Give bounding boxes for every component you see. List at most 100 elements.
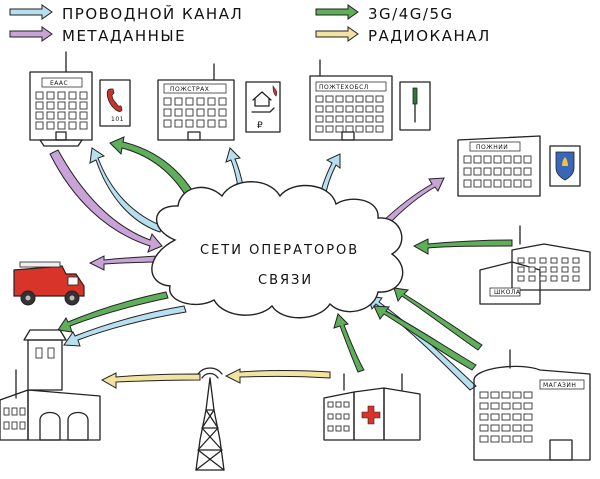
window — [365, 105, 374, 113]
window — [513, 179, 522, 188]
window — [523, 167, 532, 176]
window — [196, 108, 205, 117]
window — [503, 155, 512, 164]
window — [572, 275, 580, 282]
window — [493, 155, 502, 164]
window — [550, 266, 558, 273]
window — [196, 97, 205, 106]
window — [501, 435, 511, 443]
window — [335, 401, 342, 408]
flame-icon — [272, 85, 278, 97]
window — [490, 402, 500, 410]
window — [479, 402, 489, 410]
building-vdpo-sign: ПОЖТЕХОБСЛ — [319, 84, 369, 91]
window — [68, 91, 77, 100]
building-fire-dept-sign: ПОЖНИИ — [476, 144, 508, 151]
legend-radio-label: РАДИОКАНАЛ — [368, 27, 491, 45]
window — [185, 108, 194, 117]
window — [68, 101, 77, 110]
legend-metadata-arrow — [9, 26, 53, 42]
window — [335, 95, 344, 103]
window — [512, 391, 522, 399]
building-school-sign: ШКОЛА — [494, 289, 521, 296]
window — [493, 167, 502, 176]
screwdriver-icon — [412, 87, 418, 105]
legend-radio: РАДИОКАНАЛ — [315, 26, 491, 45]
legend-cellular: 3G/4G/5G — [315, 4, 452, 23]
window — [503, 179, 512, 188]
legend: ПРОВОДНОЙ КАНАЛ МЕТАДАННЫЕ 3G/4G/5G РАДИ… — [9, 4, 491, 45]
window — [343, 425, 350, 432]
legend-wired-label: ПРОВОДНОЙ КАНАЛ — [62, 4, 243, 23]
window — [490, 391, 500, 399]
window — [528, 275, 536, 282]
radio-tower — [195, 367, 225, 471]
window — [528, 266, 536, 273]
window — [79, 91, 88, 100]
arrow-hospital-cellular — [333, 313, 365, 373]
window — [35, 111, 44, 120]
window — [345, 115, 354, 123]
window — [57, 91, 66, 100]
window — [523, 179, 532, 188]
fire-station — [0, 329, 101, 441]
window — [68, 121, 77, 130]
window — [35, 91, 44, 100]
window — [365, 125, 374, 133]
window — [365, 95, 374, 103]
window — [355, 95, 364, 103]
arrow-school-cellular — [412, 238, 513, 255]
building-fire-dept: ПОЖНИИ — [457, 135, 541, 197]
window — [163, 97, 172, 106]
window — [375, 95, 384, 103]
legend-wired-arrow — [9, 4, 53, 20]
window — [355, 125, 364, 133]
window — [57, 111, 66, 120]
window — [19, 407, 26, 416]
operators-cloud: СЕТИ ОПЕРАТОРОВ СВЯЗИ — [151, 181, 404, 319]
window — [365, 115, 374, 123]
window — [512, 435, 522, 443]
window — [550, 275, 558, 282]
window — [207, 97, 216, 106]
window — [479, 424, 489, 432]
window — [35, 101, 44, 110]
cloud-title-line2: СВЯЗИ — [258, 273, 313, 288]
window — [375, 125, 384, 133]
window — [46, 111, 55, 120]
window — [463, 167, 472, 176]
window — [163, 108, 172, 117]
window — [327, 425, 334, 432]
hospital — [323, 373, 421, 441]
legend-radio-arrow — [315, 26, 359, 42]
window — [315, 105, 324, 113]
window — [57, 121, 66, 130]
cloud-title-line1: СЕТИ ОПЕРАТОРОВ — [200, 243, 359, 258]
window — [174, 97, 183, 106]
window — [3, 421, 10, 430]
window — [463, 155, 472, 164]
window — [315, 115, 324, 123]
window — [345, 95, 354, 103]
window — [517, 275, 525, 282]
ruble-sign: ₽ — [257, 121, 263, 131]
window — [325, 105, 334, 113]
arrow-firedept-metadata — [381, 177, 445, 227]
window — [163, 119, 172, 128]
window — [493, 179, 502, 188]
window — [539, 257, 547, 264]
house-fire-icon — [252, 91, 272, 107]
window — [185, 119, 194, 128]
window — [490, 424, 500, 432]
window — [490, 435, 500, 443]
shopping-center: МАГАЗИН — [473, 349, 591, 461]
window — [79, 101, 88, 110]
legend-wired: ПРОВОДНОЙ КАНАЛ — [9, 4, 243, 23]
arrow-radio-tower-to-station — [100, 372, 201, 389]
hospital-cross-icon — [361, 405, 381, 425]
window — [174, 108, 183, 117]
window — [539, 266, 547, 273]
window — [68, 111, 77, 120]
arrow-truck-metadata — [88, 255, 159, 271]
window — [473, 167, 482, 176]
